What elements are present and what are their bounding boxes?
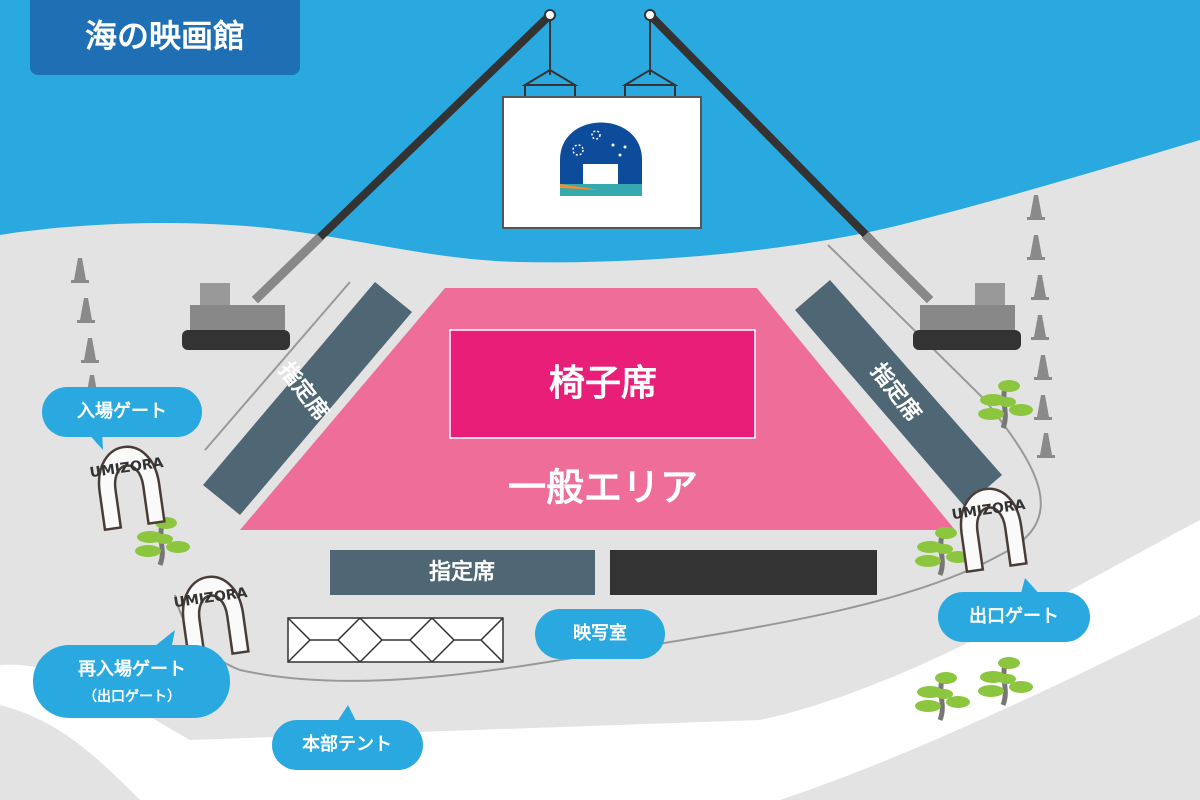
left-crane: [182, 9, 579, 350]
right-crane: [621, 9, 1021, 350]
reentry-gate-label: 再入場ゲート: [78, 658, 186, 680]
screen-logo: [560, 122, 642, 195]
reentry-gate-sublabel: （出口ゲート）: [83, 688, 181, 705]
entrance-gate-bubble[interactable]: 入場ゲート: [42, 387, 202, 450]
title-badge: 海の映画館: [30, 0, 300, 75]
reserved-seat-left: [203, 282, 412, 515]
chair-seat-area: [449, 329, 756, 439]
exit-gate-label: 出口ゲート: [969, 605, 1059, 627]
exit-gate-bubble[interactable]: 出口ゲート: [938, 578, 1090, 642]
headquarters-tent-label: 本部テント: [302, 733, 392, 755]
reserved-seat-right: [795, 280, 1002, 507]
road: [0, 520, 1200, 800]
entrance-gate-label: 入場ゲート: [77, 400, 167, 422]
headquarters-tent-bubble[interactable]: 本部テント: [272, 705, 423, 770]
projection-room-label: 映写室: [573, 622, 627, 644]
page-title: 海の映画館: [85, 17, 245, 55]
reserved-bottom-label: 指定席: [429, 559, 495, 585]
black-area: [610, 550, 877, 595]
tents: [287, 617, 504, 663]
reentry-gate-bubble[interactable]: 再入場ゲート （出口ゲート）: [33, 630, 230, 718]
entrance-gate-arch: UMIZORA: [89, 441, 166, 531]
movie-screen: [502, 96, 702, 229]
reserved-seat-bottom: [330, 550, 595, 595]
projection-room-bubble[interactable]: 映写室: [535, 609, 665, 659]
general-area-label: 一般エリア: [508, 466, 698, 510]
chair-seat-label: 椅子席: [549, 363, 657, 404]
